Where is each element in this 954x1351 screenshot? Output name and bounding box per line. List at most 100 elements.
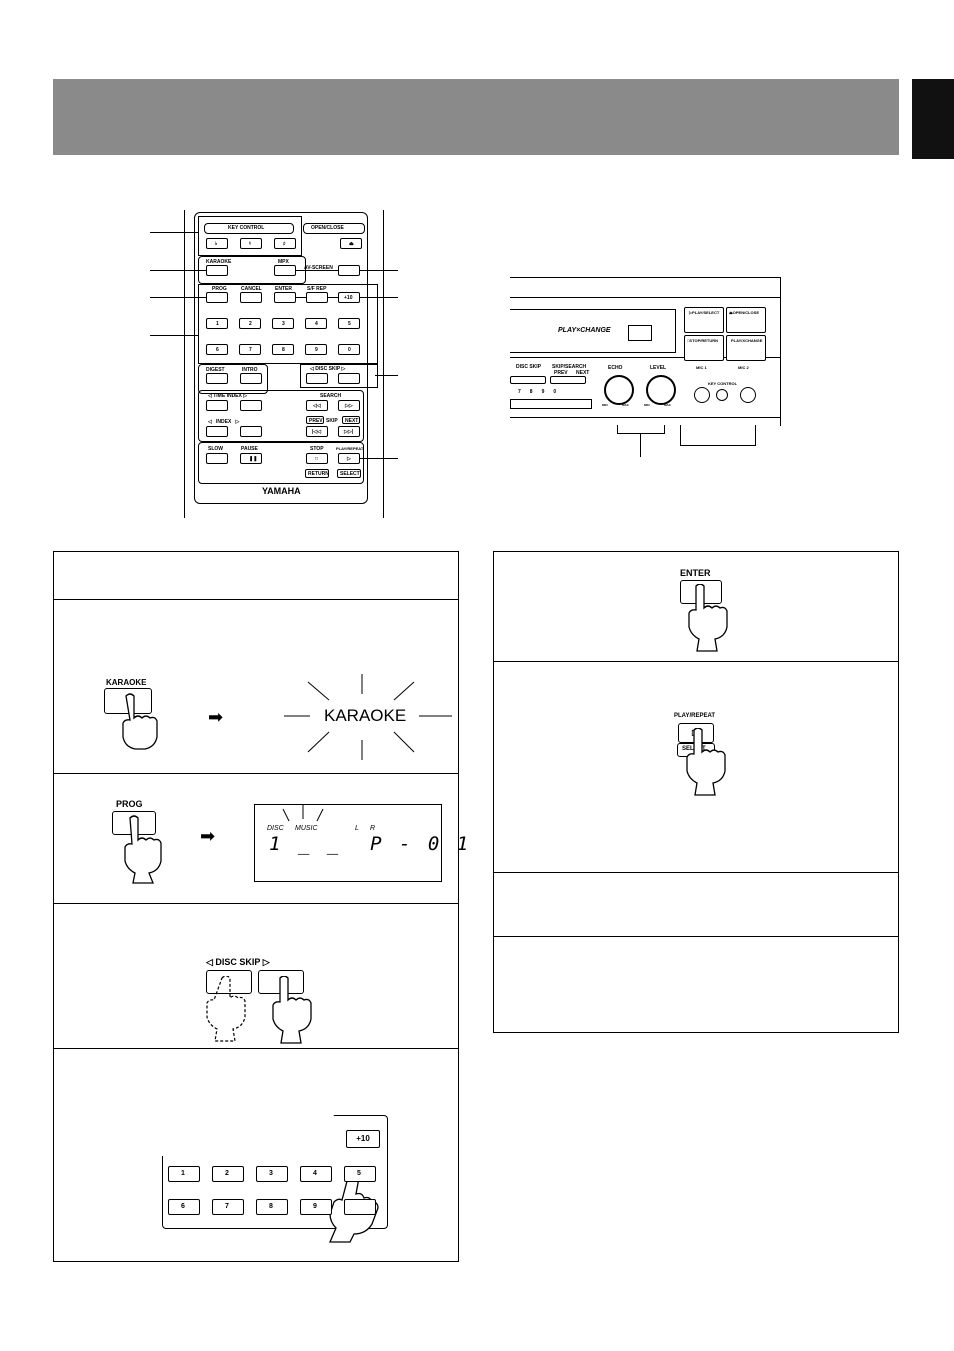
remote-disc-skip-prev[interactable] <box>306 373 328 384</box>
remote-enter-button[interactable] <box>274 292 296 303</box>
step-enter-button-label: ENTER <box>680 568 711 578</box>
pointing-hand-icon <box>124 815 162 884</box>
player-open-close-button[interactable]: ⏏OPEN/CLOSE <box>726 307 766 333</box>
level-max-label: MAX <box>664 403 671 407</box>
arrow-right-icon: ➡ <box>208 707 224 727</box>
step-play-repeat-label: PLAY/REPEAT <box>674 713 716 719</box>
sf-rep-button[interactable] <box>306 292 328 303</box>
keypad-number-button[interactable] <box>344 1199 376 1215</box>
keypad-number-button[interactable]: 5 <box>344 1166 376 1182</box>
pointing-hand-icon <box>122 693 158 750</box>
remote-prog-button[interactable] <box>206 292 228 303</box>
pointing-hand-icon <box>272 976 312 1044</box>
slow-button[interactable] <box>206 453 228 464</box>
key-control-knob[interactable] <box>716 389 728 401</box>
time-index-prev[interactable] <box>206 400 228 411</box>
language-side-tab <box>912 79 954 159</box>
time-index-label: ◁ TIME INDEX ▷ <box>208 393 248 399</box>
pause-label: PAUSE <box>241 446 258 452</box>
remote-number-button[interactable]: 4 <box>305 318 327 329</box>
keypad-number-button[interactable]: 9 <box>300 1199 332 1215</box>
index-prev[interactable] <box>206 426 228 437</box>
keypad-number-label: 9 <box>313 1203 317 1210</box>
keypad-number-label: 7 <box>225 1203 229 1210</box>
key-flat-button[interactable]: ♭ <box>206 238 228 249</box>
remote-number-button[interactable]: 2 <box>239 318 261 329</box>
yamaha-logo: YAMAHA <box>262 486 301 496</box>
remote-enter-label: ENTER <box>275 286 292 292</box>
step-disc-skip-prev[interactable] <box>206 970 252 994</box>
prev-label-box: PREV <box>306 416 324 424</box>
mpx-button[interactable] <box>274 265 296 276</box>
remote-number-button[interactable]: 5 <box>338 318 360 329</box>
remote-number-label: 8 <box>282 347 285 353</box>
player-next-label: NEXT <box>576 370 590 376</box>
level-knob[interactable] <box>646 375 676 405</box>
index-next[interactable] <box>240 426 262 437</box>
mic2-jack[interactable] <box>740 387 756 403</box>
level-min-label: MIN <box>644 403 650 407</box>
pause-button[interactable]: ❚❚ <box>240 453 262 464</box>
echo-label: ECHO <box>608 365 623 371</box>
time-index-next[interactable] <box>240 400 262 411</box>
remote-number-button[interactable]: 3 <box>272 318 294 329</box>
player-skip-search-button[interactable] <box>550 376 586 384</box>
keypad-number-button[interactable]: 1 <box>168 1166 200 1182</box>
keypad-number-button[interactable]: 7 <box>212 1199 244 1215</box>
keypad-number-button[interactable]: 6 <box>168 1199 200 1215</box>
keypad-number-button[interactable]: 8 <box>256 1199 288 1215</box>
keypad-number-button[interactable]: 4 <box>300 1166 332 1182</box>
remote-number-button[interactable]: 9 <box>305 344 327 355</box>
remote-number-label: 0 <box>348 347 351 353</box>
play-xchange-button[interactable]: PLAY/XCHANGE <box>726 335 766 361</box>
step-karaoke-button[interactable] <box>104 688 152 714</box>
keypad-plus10-button[interactable]: +10 <box>346 1130 380 1148</box>
remote-number-label: 3 <box>282 321 285 327</box>
player-disc-skip-button[interactable] <box>510 376 546 384</box>
play-select-button[interactable]: ▷PLAY/SELECT <box>684 307 724 333</box>
mic1-jack[interactable] <box>694 387 710 403</box>
remote-number-button[interactable]: 6 <box>206 344 228 355</box>
mic1-label: MIC 1 <box>696 365 707 370</box>
intro-button[interactable] <box>240 373 262 384</box>
remote-play-repeat-label: PLAY/REPEAT <box>336 446 364 451</box>
remote-disc-skip-next[interactable] <box>338 373 360 384</box>
digest-label: DIGEST <box>206 367 225 373</box>
search-forward-button[interactable]: ▷▷ <box>338 400 360 411</box>
keypad-number-button[interactable]: 3 <box>256 1166 288 1182</box>
left-steps-panel: KARAOKE ➡ KARAOKE PROG ➡ DISC MUSIC L R … <box>53 551 468 1262</box>
echo-max-label: MAX <box>622 403 629 407</box>
skip-prev-button[interactable]: |◁◁ <box>306 426 328 437</box>
stop-button[interactable]: □ <box>306 453 328 464</box>
remote-karaoke-label: KARAOKE <box>206 259 232 265</box>
select-label-box: SELECT <box>337 469 361 478</box>
remote-number-button[interactable]: 1 <box>206 318 228 329</box>
player-key-control-label: KEY CONTROL <box>708 381 738 386</box>
remote-plus10-button[interactable]: +10 <box>338 292 360 303</box>
remote-number-button[interactable]: 7 <box>239 344 261 355</box>
av-screen-button[interactable] <box>338 265 360 276</box>
eject-button[interactable]: ⏏ <box>340 238 362 249</box>
digest-button[interactable] <box>206 373 228 384</box>
search-back-button[interactable]: ◁◁ <box>306 400 328 411</box>
step-disc-skip-label: ◁ DISC SKIP ▷ <box>206 957 270 967</box>
mpx-label: MPX <box>278 259 289 265</box>
remote-prog-label: PROG <box>212 286 227 292</box>
remote-number-label: 5 <box>348 321 351 327</box>
keypad-number-button[interactable]: 2 <box>212 1166 244 1182</box>
stop-return-button[interactable]: □STOP/RETURN <box>684 335 724 361</box>
skip-next-button[interactable]: ▷▷| <box>338 426 360 437</box>
pointing-hand-icon <box>688 584 728 652</box>
remote-cancel-button[interactable] <box>240 292 262 303</box>
lcd-r-indicator: R <box>370 825 376 832</box>
key-natural-button[interactable]: ♮ <box>240 238 262 249</box>
remote-karaoke-button[interactable] <box>206 265 228 276</box>
keypad-number-label: 8 <box>269 1203 273 1210</box>
echo-knob[interactable] <box>604 375 634 405</box>
player-number-buttons[interactable] <box>510 399 592 409</box>
blinking-indicator-rays <box>282 805 324 822</box>
key-sharp-button[interactable]: ♯ <box>274 238 296 249</box>
remote-number-button[interactable]: 0 <box>338 344 360 355</box>
remote-play-button[interactable]: ▷ <box>338 453 360 464</box>
remote-number-button[interactable]: 8 <box>272 344 294 355</box>
